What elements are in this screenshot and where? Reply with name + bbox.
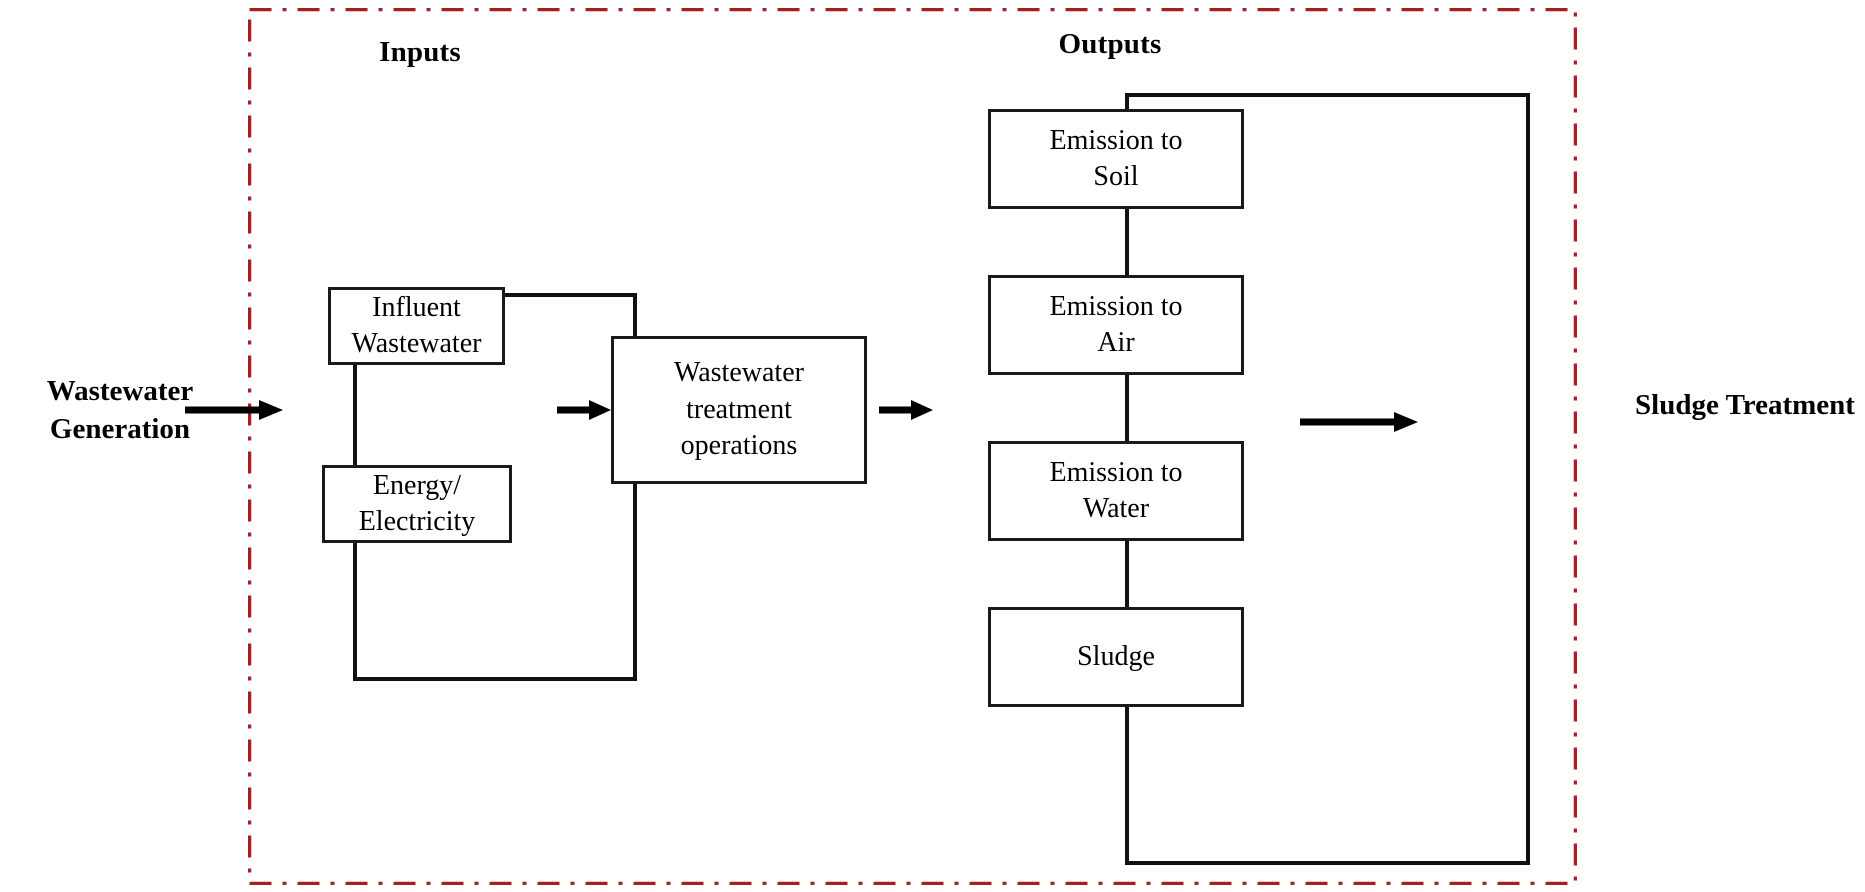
influent-wastewater-label: Influent Wastewater <box>351 291 482 359</box>
emission-to-water-box: Emission to Water <box>988 441 1244 541</box>
wastewater-treatment-operations-box: Wastewater treatment operations <box>611 336 867 484</box>
energy-electricity-label: Energy/ Electricity <box>358 469 476 537</box>
emission-to-air-box: Emission to Air <box>988 275 1244 375</box>
energy-electricity-box: Energy/ Electricity <box>322 465 512 543</box>
arrow-right-icon-outputs-to-sludge <box>1300 410 1420 434</box>
emission-to-water-label: Emission to Water <box>1049 456 1183 524</box>
wastewater-generation-label: Wastewater Generation <box>46 375 194 446</box>
sludge-label: Sludge <box>1077 640 1155 672</box>
wastewater-treatment-operations-label: Wastewater treatment operations <box>674 357 804 462</box>
arrow-right-icon-process-to-outputs <box>879 398 935 422</box>
arrow-right-icon-generation-to-inputs <box>185 398 285 422</box>
influent-wastewater-box: Influent Wastewater <box>328 287 505 365</box>
outputs-caption: Outputs <box>1058 28 1162 60</box>
inputs-caption: Inputs <box>379 36 461 68</box>
sludge-treatment-label: Sludge Treatment <box>1635 389 1855 421</box>
sludge-box: Sludge <box>988 607 1244 707</box>
emission-to-soil-box: Emission to Soil <box>988 109 1244 209</box>
emission-to-soil-label: Emission to Soil <box>1049 124 1183 192</box>
arrow-right-icon-inputs-to-process <box>557 398 613 422</box>
emission-to-air-label: Emission to Air <box>1049 290 1183 358</box>
